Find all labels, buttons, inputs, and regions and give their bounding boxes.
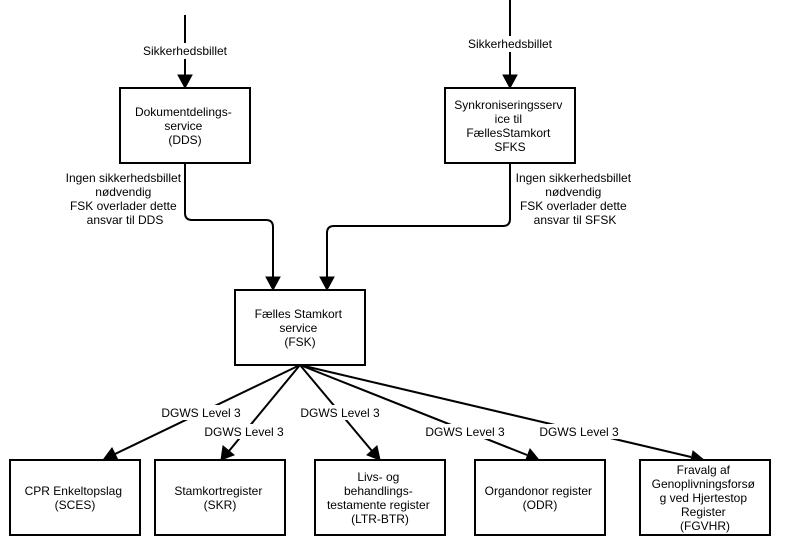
node-skr[interactable]: Stamkortregister (SKR) <box>154 459 286 536</box>
node-skr-label: Stamkortregister (SKR) <box>174 484 265 512</box>
node-odr[interactable]: Organdonor register (ODR) <box>474 459 606 536</box>
edge-dds-fsk <box>184 163 281 292</box>
edge-label-dds-fsk: Ingen sikkerhedsbillet nødvendig FSK ove… <box>66 171 185 227</box>
node-dds-label: Dokumentdelings- service (DDS) <box>135 105 235 147</box>
node-sfks[interactable]: Synkroniseringsserv ice til FællesStamko… <box>444 87 576 164</box>
edge-label-in-dds: Sikkerhedsbillet <box>143 44 228 58</box>
arrowhead <box>220 445 235 461</box>
edge-label-fsk-ltr: DGWS Level 3 <box>300 406 380 420</box>
node-ltr-label: Livs- og behandlings- testamente registe… <box>327 470 433 526</box>
edge-label-fsk-odr: DGWS Level 3 <box>425 425 505 439</box>
node-fgvhr[interactable]: Fravalg af Genoplivningsforsø g ved Hjer… <box>639 459 771 536</box>
edge-label-sfks-fsk: Ingen sikkerhedsbillet nødvendig FSK ove… <box>516 171 635 227</box>
node-fgvhr-label: Fravalg af Genoplivningsforsø g ved Hjer… <box>652 463 759 533</box>
edge-label-in-sfks: Sikkerhedsbillet <box>468 37 553 51</box>
arrowhead <box>265 276 281 292</box>
arrowhead <box>177 74 193 90</box>
node-sces-label: CPR Enkeltopslag (SCES) <box>25 484 126 512</box>
arrowhead <box>366 445 381 461</box>
edge-label-fsk-skr: DGWS Level 3 <box>204 425 284 439</box>
edge-label-fsk-fgvhr: DGWS Level 3 <box>539 425 619 439</box>
node-fsk[interactable]: Fælles Stamkort service (FSK) <box>234 289 366 366</box>
node-sfks-label: Synkroniseringsserv ice til FællesStamko… <box>454 98 565 154</box>
node-dds[interactable]: Dokumentdelings- service (DDS) <box>119 87 251 164</box>
node-sces[interactable]: CPR Enkeltopslag (SCES) <box>9 459 141 536</box>
edge-label-fsk-sces: DGWS Level 3 <box>161 406 241 420</box>
node-ltr[interactable]: Livs- og behandlings- testamente registe… <box>314 459 446 536</box>
arrowhead <box>319 276 335 292</box>
arrowhead <box>502 74 518 90</box>
edge-sfks-fsk <box>319 163 511 292</box>
node-fsk-label: Fælles Stamkort service (FSK) <box>255 307 346 349</box>
node-odr-label: Organdonor register (ODR) <box>485 484 596 512</box>
